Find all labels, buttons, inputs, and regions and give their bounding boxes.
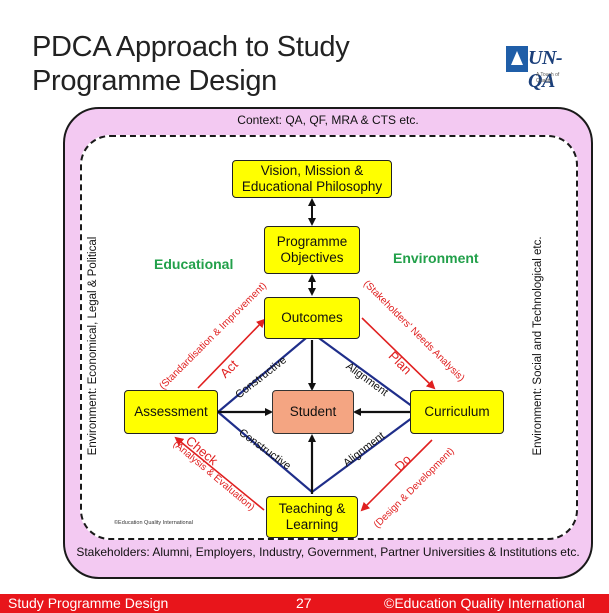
footer-page-number: 27 (296, 595, 312, 611)
slide-title: PDCA Approach to Study Programme Design (32, 31, 350, 97)
environment-label: Environment (393, 250, 479, 266)
educational-label: Educational (154, 256, 234, 272)
logo-tagline: A Touch of Quality (536, 72, 560, 84)
context-label: Context: QA, QF, MRA & CTS etc. (237, 113, 419, 127)
logo-a-icon (506, 46, 528, 72)
student-box: Student (272, 390, 354, 434)
do-label: Do (392, 452, 414, 474)
teaching-learning-box: Teaching & Learning (266, 496, 358, 538)
aun-qa-logo: UN-QA A Touch of Quality (506, 46, 572, 92)
act-sub-label: (Standardisation & Improvement) (157, 280, 269, 392)
footer-left-text: Study Programme Design (8, 595, 169, 611)
plan-arrow (361, 317, 436, 390)
vision-mission-box: Vision, Mission & Educational Philosophy (232, 160, 392, 198)
do-arrow (360, 439, 433, 512)
outcomes-box: Outcomes (264, 297, 360, 339)
assessment-box: Assessment (124, 390, 218, 434)
act-arrow (197, 318, 266, 389)
programme-objectives-box: Programme Objectives (264, 226, 360, 274)
curriculum-box: Curriculum (410, 390, 504, 434)
alignment-bottom-label: Alignment (341, 430, 387, 470)
footer-right-text: ©Education Quality International (384, 595, 585, 611)
act-label: Act (217, 357, 241, 381)
footer-bar: Study Programme Design 27 ©Education Qua… (0, 594, 609, 613)
stakeholders-label: Stakeholders: Alumni, Employers, Industr… (76, 545, 580, 559)
diagram-copyright: ©Education Quality International (114, 520, 193, 526)
plan-label: Plan (386, 348, 415, 377)
check-arrow (174, 436, 265, 511)
logo-text: UN-QA (528, 47, 563, 92)
